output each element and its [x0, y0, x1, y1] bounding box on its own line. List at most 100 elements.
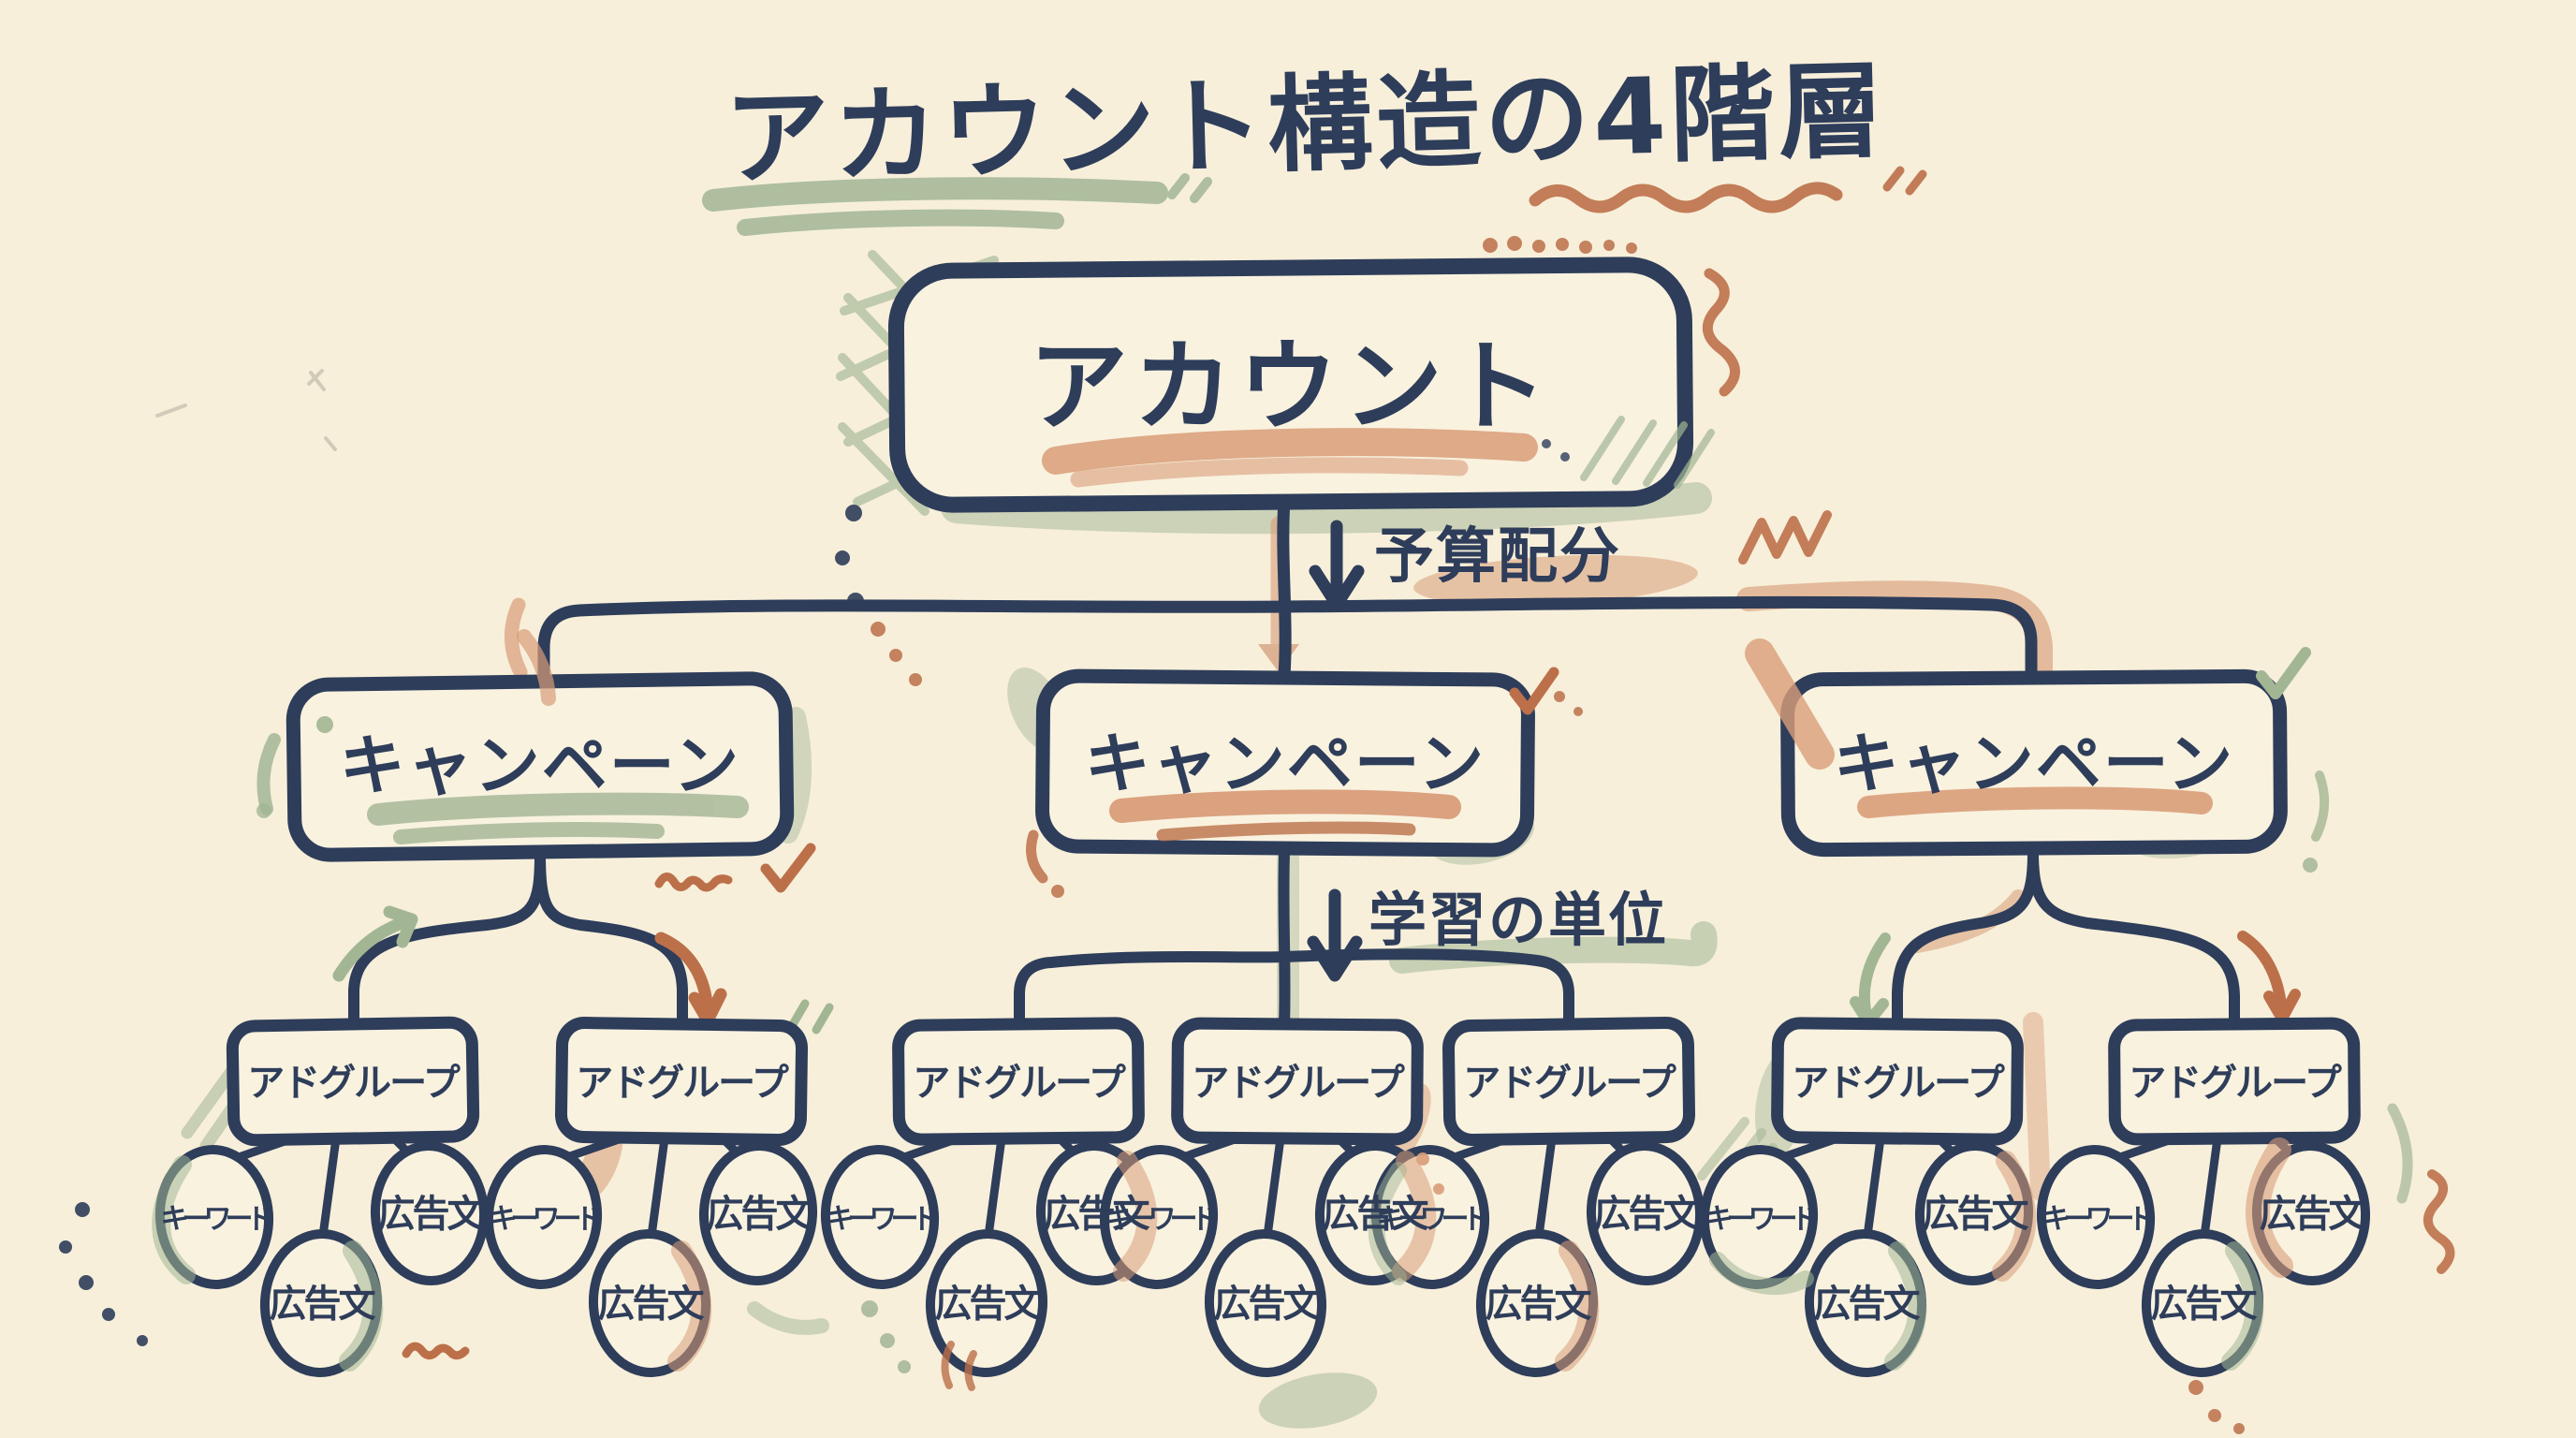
adgroup5-box — [1442, 1017, 1696, 1146]
orange-dot-row — [1483, 236, 1637, 254]
adcopy-label-6b: 広告文 — [1923, 1193, 2029, 1236]
adcopy-label-2b: 広告文 — [707, 1193, 813, 1236]
adcopy-label-1a: 広告文 — [270, 1283, 376, 1326]
down-arrow-icon — [1309, 520, 1365, 611]
salmon-underline-campaign2 — [1109, 789, 1461, 842]
salmon-arcs-adgroup2-circle — [941, 1341, 977, 1391]
navy-dot-column — [835, 505, 864, 609]
learning-label: 学習の単位 — [1368, 886, 1668, 954]
adcopy-label-6a: 広告文 — [1814, 1283, 1921, 1326]
salmon-accent-left-elbow — [504, 597, 528, 680]
adgroup-node-3: アドグループ — [892, 1017, 1145, 1146]
orange-check-campaign1 — [760, 843, 816, 893]
orange-dots-campaign2 — [1554, 691, 1583, 716]
orange-zigzag-top-right — [1703, 268, 1740, 397]
salmon-arc-campaign1-top — [517, 629, 556, 706]
adgroup-node-7: アドグループ — [2108, 1017, 2361, 1146]
salmon-underline-account — [1042, 428, 1538, 475]
account-label: アカウント — [1029, 330, 1553, 445]
down-arrow-icon — [1307, 888, 1363, 982]
adgroup7-label: アドグループ — [2129, 1062, 2342, 1105]
paper-smudges — [155, 369, 337, 451]
orange-dots-adgroup7 — [2188, 1380, 2245, 1434]
adcopy-label-2a: 広告文 — [598, 1283, 705, 1326]
adgroup-node-5: アドグループ — [1442, 1017, 1696, 1146]
keyword-label-6: キーワード — [1705, 1203, 1817, 1236]
keyword-circle-2 — [483, 1145, 603, 1289]
adgroup5-label: アドグループ — [1463, 1062, 1676, 1105]
adcopy-label-3a: 広告文 — [935, 1283, 1042, 1326]
connector-campaign2-adgroup4 — [1278, 848, 1291, 1030]
adcopy-label-7b: 広告文 — [2260, 1193, 2366, 1236]
orange-zigzag-bottom-right — [1738, 510, 1832, 565]
orange-squiggle-campaign1 — [654, 873, 733, 892]
adcopy-label-1b: 広告文 — [378, 1193, 485, 1236]
connector-horizontal-campaigns — [537, 595, 2038, 682]
adcopy-label-7a: 広告文 — [2151, 1283, 2258, 1326]
adgroup-node-2: アドグループ — [554, 1017, 809, 1146]
campaign-surround-decorations — [256, 629, 2330, 898]
adgroup2-box — [554, 1017, 809, 1146]
green-tick-marks-adgroup2 — [787, 999, 834, 1034]
keyword-circle-7 — [2036, 1145, 2156, 1289]
connector-campaign3-adgroup7 — [2027, 846, 2240, 1032]
connector-account-campaign2 — [1277, 493, 1292, 682]
green-title-underline — [702, 173, 1212, 236]
salmon-accent-campaign3-branch — [1910, 889, 2026, 953]
green-underline-campaign1 — [367, 792, 749, 844]
green-check-campaign3 — [2256, 647, 2311, 699]
orange-dot-column — [871, 622, 922, 686]
salmon-band-adgroup6-right — [2023, 1012, 2051, 1201]
salmon-blob-budget-label — [1413, 554, 1698, 607]
green-dots-adgroup3-left — [861, 1300, 911, 1373]
campaign-node-1: キャンペーン — [285, 671, 795, 862]
circle-watercolor-crescents — [152, 1137, 2293, 1372]
adgroup-node-6: アドグループ — [1771, 1017, 2024, 1146]
navy-dot-arc-bottomleft — [59, 1202, 148, 1346]
green-dot-campaign1-left — [316, 716, 333, 733]
page-title: アカウント構造の4階層 — [724, 51, 1889, 200]
adgroup7-box — [2108, 1017, 2361, 1146]
adgroup6-label: アドグループ — [1792, 1062, 2005, 1105]
budget-label: 予算配分 — [1374, 522, 1621, 592]
keyword-label-5: キーワード — [1377, 1203, 1488, 1236]
connector-campaign3-adgroup6 — [1892, 846, 2039, 1032]
green-hatch-account-inside — [1580, 416, 1715, 489]
adgroup4-label: アドグループ — [1192, 1062, 1405, 1105]
adgroup1-label: アドグループ — [247, 1062, 461, 1105]
adgroup4-box — [1171, 1017, 1424, 1146]
adcopy-label-5b: 広告文 — [1594, 1193, 1701, 1236]
orange-arc-campaign2-bottomleft — [1026, 829, 1048, 884]
connector-campaign2-subhorizontal — [1014, 948, 1574, 1032]
account-node: アカウント — [887, 257, 1715, 513]
green-dot-campaign1-left-2 — [256, 803, 271, 818]
keyword-label-2: キーワード — [490, 1203, 601, 1236]
orange-check-campaign2 — [1509, 667, 1559, 715]
campaign1-label: キャンペーン — [340, 727, 741, 804]
leaf-circle-labels: キーワード 広告文 広告文 キーワード 広告文 広告文 キーワード 広告文 広告… — [161, 1193, 2369, 1326]
orange-title-squiggle — [1529, 166, 1927, 213]
adcopy-circle-3a — [925, 1229, 1048, 1377]
green-dot-campaign3-right — [2303, 858, 2318, 873]
adgroup6-box — [1771, 1017, 2024, 1146]
connector-campaign1-adgroup2 — [534, 848, 688, 1032]
learning-annotation: 学習の単位 — [1307, 886, 1668, 982]
adgroup2-label: アドグループ — [576, 1062, 789, 1105]
adcopy-circle-1b — [370, 1141, 490, 1285]
title-group: アカウント構造の4階層 — [702, 51, 1927, 236]
keyword-label-4: キーワード — [1105, 1203, 1217, 1236]
keyword-label-1: キーワード — [161, 1203, 272, 1236]
orange-dot-campaign2-bottomleft — [1051, 885, 1064, 898]
adcopy-label-5a: 広告文 — [1486, 1283, 1592, 1326]
keyword-label-7: キーワード — [2042, 1203, 2154, 1236]
adgroup3-box — [892, 1017, 1145, 1146]
campaign-node-2: キャンペーン — [1035, 668, 1535, 858]
adcopy-circle-4a — [1204, 1229, 1327, 1377]
salmon-highlight-connector-right — [1736, 580, 2053, 681]
orange-zigzag-adgroup7-right — [2423, 1169, 2455, 1274]
adgroup-nodes: アドグループ アドグループ アドグループ アドグループ アドグループ アドグルー… — [226, 1016, 2361, 1147]
campaign2-label: キャンペーン — [1085, 726, 1486, 802]
keyword-circle-3 — [820, 1145, 940, 1289]
